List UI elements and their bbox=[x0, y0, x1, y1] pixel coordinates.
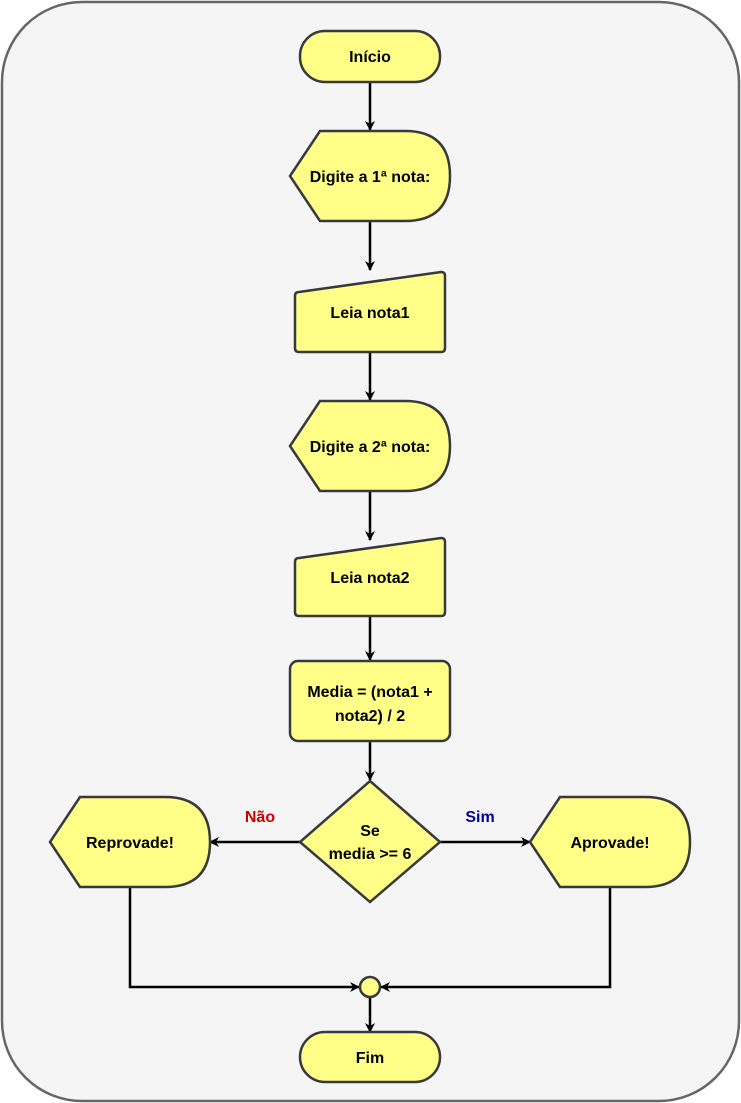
yes-branch-label: Sim bbox=[465, 809, 494, 826]
input-node-1[interactable]: Leia nota1 bbox=[293, 270, 447, 354]
merge-connector[interactable] bbox=[358, 975, 382, 999]
no-branch-label: Não bbox=[245, 809, 275, 826]
input-node-2[interactable]: Leia nota2 bbox=[293, 536, 447, 618]
pass-output-label: Aprovade! bbox=[570, 835, 649, 852]
edges bbox=[128, 82, 612, 1033]
decision-label-line2: media >= 6 bbox=[329, 846, 412, 863]
start-label: Início bbox=[349, 49, 391, 66]
process-label-line1: Media = (nota1 + bbox=[307, 684, 432, 701]
decision-label-line1: Se bbox=[360, 823, 380, 840]
start-terminator[interactable]: Início bbox=[298, 29, 442, 84]
display-node-1[interactable]: Digite a 1ª nota: bbox=[288, 129, 452, 223]
fail-output-label: Reprovade! bbox=[86, 835, 174, 852]
process-node[interactable]: Media = (nota1 + nota2) / 2 bbox=[288, 659, 452, 743]
end-terminator[interactable]: Fim bbox=[298, 1030, 442, 1084]
fail-output-node[interactable]: Reprovade! bbox=[48, 795, 212, 889]
end-label: Fim bbox=[356, 1050, 384, 1067]
display2-label: Digite a 2ª nota: bbox=[310, 439, 431, 456]
display1-label: Digite a 1ª nota: bbox=[310, 169, 431, 186]
input2-label: Leia nota2 bbox=[330, 570, 409, 587]
display-node-2[interactable]: Digite a 2ª nota: bbox=[288, 399, 452, 493]
input1-label: Leia nota1 bbox=[330, 305, 409, 322]
pass-output-node[interactable]: Aprovade! bbox=[528, 795, 692, 889]
decision-node[interactable]: Se media >= 6 bbox=[298, 779, 442, 904]
edge-fail-to-merge bbox=[128, 887, 360, 992]
process-label-line2: nota2) / 2 bbox=[335, 708, 405, 725]
edge-pass-to-merge bbox=[380, 887, 612, 992]
